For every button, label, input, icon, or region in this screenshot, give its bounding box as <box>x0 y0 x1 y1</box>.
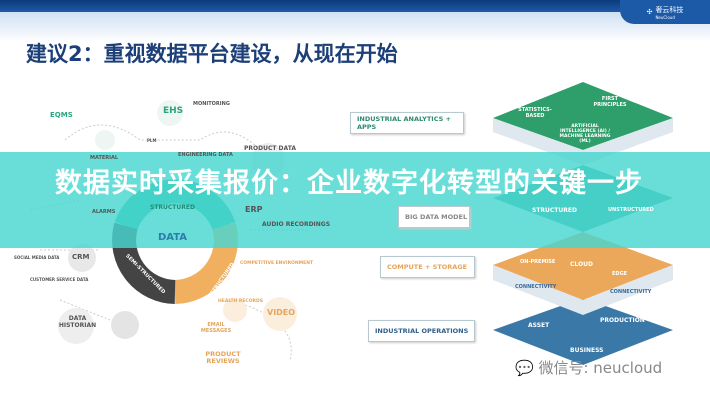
headline-text: 数据实时采集报价：企业数字化转型的关键一步 <box>55 168 643 199</box>
label-health-records: HEALTH RECORDS <box>218 299 263 304</box>
layer-label-compute: COMPUTE + STORAGE <box>380 256 475 278</box>
part-connectivity-left: CONNECTIVITY <box>515 284 557 290</box>
label-video: VIDEO <box>267 308 296 317</box>
logo-subtext: NeuCloud <box>655 14 675 20</box>
watermark: 💬 微信号: neucloud <box>515 357 662 378</box>
part-production: PRODUCTION <box>600 317 645 324</box>
label-alarms: ALARMS <box>92 209 116 215</box>
label-crm: CRM <box>72 253 90 261</box>
part-first-principles: FIRST PRINCIPLES <box>593 96 627 108</box>
donut-segment-structured: STRUCTURED <box>150 204 195 211</box>
part-edge: EDGE <box>612 271 628 277</box>
part-statistics: STATISTICS-BASED <box>518 107 552 119</box>
part-ai-ml: ARTIFICIAL INTELLIGENCE (AI) / MACHINE L… <box>559 124 611 144</box>
label-customer-service: CUSTOMER SERVICE DATA <box>30 277 89 282</box>
part-asset: ASSET <box>528 322 550 329</box>
bubbles <box>58 100 297 344</box>
slide-header-fade <box>0 12 710 42</box>
label-email-messages: EMAIL MESSAGES <box>200 322 232 334</box>
label-plm: PLM <box>147 138 157 143</box>
part-cloud: CLOUD <box>570 261 593 268</box>
label-product-data: PRODUCT DATA <box>244 145 296 152</box>
layer-compute <box>493 232 673 300</box>
logo-icon: ✣ <box>646 8 653 16</box>
layer-label-operations: INDUSTRIAL OPERATIONS <box>368 320 475 342</box>
layer-operations <box>493 298 673 365</box>
part-business: BUSINESS <box>570 347 604 354</box>
watermark-text: 微信号: neucloud <box>538 359 663 377</box>
label-material: MATERIAL <box>90 155 119 161</box>
layer-label-analytics: INDUSTRIAL ANALYTICS + APPS <box>350 112 464 134</box>
label-audio-recordings: AUDIO RECORDINGS <box>262 221 331 228</box>
headline-banner <box>0 152 710 248</box>
label-data-historian: DATA HISTORIAN <box>58 315 97 329</box>
part-connectivity-right: CONNECTIVITY <box>610 289 652 295</box>
donut-center-label: DATA <box>158 232 188 243</box>
slide-top-bar <box>0 0 710 12</box>
label-competitive-env: COMPETITIVE ENVIRONMENT <box>240 261 314 266</box>
label-engineering-data: ENGINEERING DATA <box>178 152 233 158</box>
layer-label-big-data: BIG DATA MODEL <box>398 206 470 228</box>
label-eqms: EQMS <box>50 111 73 119</box>
label-product-reviews: PRODUCT REVIEWS <box>205 350 241 366</box>
wechat-icon: 💬 <box>515 359 534 377</box>
part-unstructured: UNSTRUCTURED <box>608 207 654 213</box>
label-social-media: SOCIAL MEDIA DATA <box>14 255 60 260</box>
label-erp: ERP <box>245 205 263 214</box>
part-on-premise: ON-PREMISE <box>520 259 556 265</box>
part-structured: STRUCTURED <box>532 207 577 214</box>
layer-analytics <box>493 82 673 150</box>
label-monitoring: MONITORING <box>193 101 230 107</box>
logo-text: 奢云科技 <box>655 5 684 14</box>
slide-title: 建议2：重视数据平台建设，从现在开始 <box>26 42 398 66</box>
label-ehs: EHS <box>163 106 184 116</box>
